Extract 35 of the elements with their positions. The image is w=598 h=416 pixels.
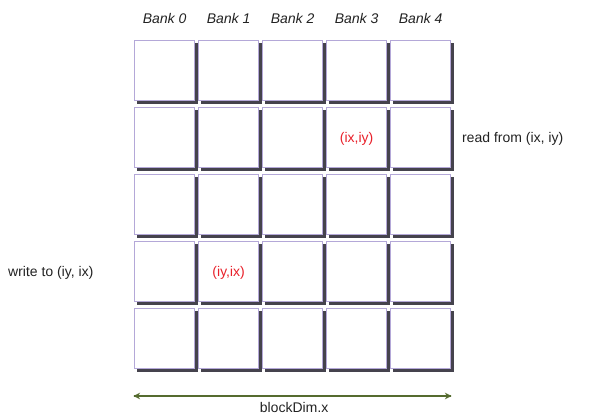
cell-index-text: (ix,iy) <box>340 128 374 147</box>
memory-cell <box>390 174 451 235</box>
memory-cell <box>390 241 451 302</box>
memory-cell <box>390 308 451 369</box>
memory-cell <box>134 308 195 369</box>
memory-cell <box>134 241 195 302</box>
memory-cell <box>198 40 259 101</box>
memory-cell <box>134 107 195 168</box>
memory-cell <box>326 308 387 369</box>
memory-cell <box>262 174 323 235</box>
memory-cell <box>326 241 387 302</box>
dimension-label: blockDim.x <box>258 398 330 416</box>
bank-header: Bank 1 <box>206 9 252 28</box>
memory-cell <box>134 174 195 235</box>
memory-cell <box>198 241 259 302</box>
bank-header: Bank 0 <box>142 9 188 28</box>
memory-cell <box>326 40 387 101</box>
bank-header: Bank 2 <box>270 9 316 28</box>
read-label: read from (ix, iy) <box>462 128 564 147</box>
bank-header: Bank 3 <box>334 9 380 28</box>
bank-header: Bank 4 <box>398 9 444 28</box>
memory-cell <box>326 174 387 235</box>
memory-cell <box>198 308 259 369</box>
memory-cell <box>326 107 387 168</box>
memory-cell <box>262 107 323 168</box>
memory-cell <box>262 40 323 101</box>
memory-cell <box>390 107 451 168</box>
memory-cell <box>262 241 323 302</box>
memory-cell <box>198 174 259 235</box>
memory-cell <box>262 308 323 369</box>
memory-cell <box>134 40 195 101</box>
memory-cell <box>198 107 259 168</box>
cell-index-text: (iy,ix) <box>212 262 245 281</box>
memory-cell <box>390 40 451 101</box>
write-label: write to (iy, ix) <box>8 262 94 281</box>
